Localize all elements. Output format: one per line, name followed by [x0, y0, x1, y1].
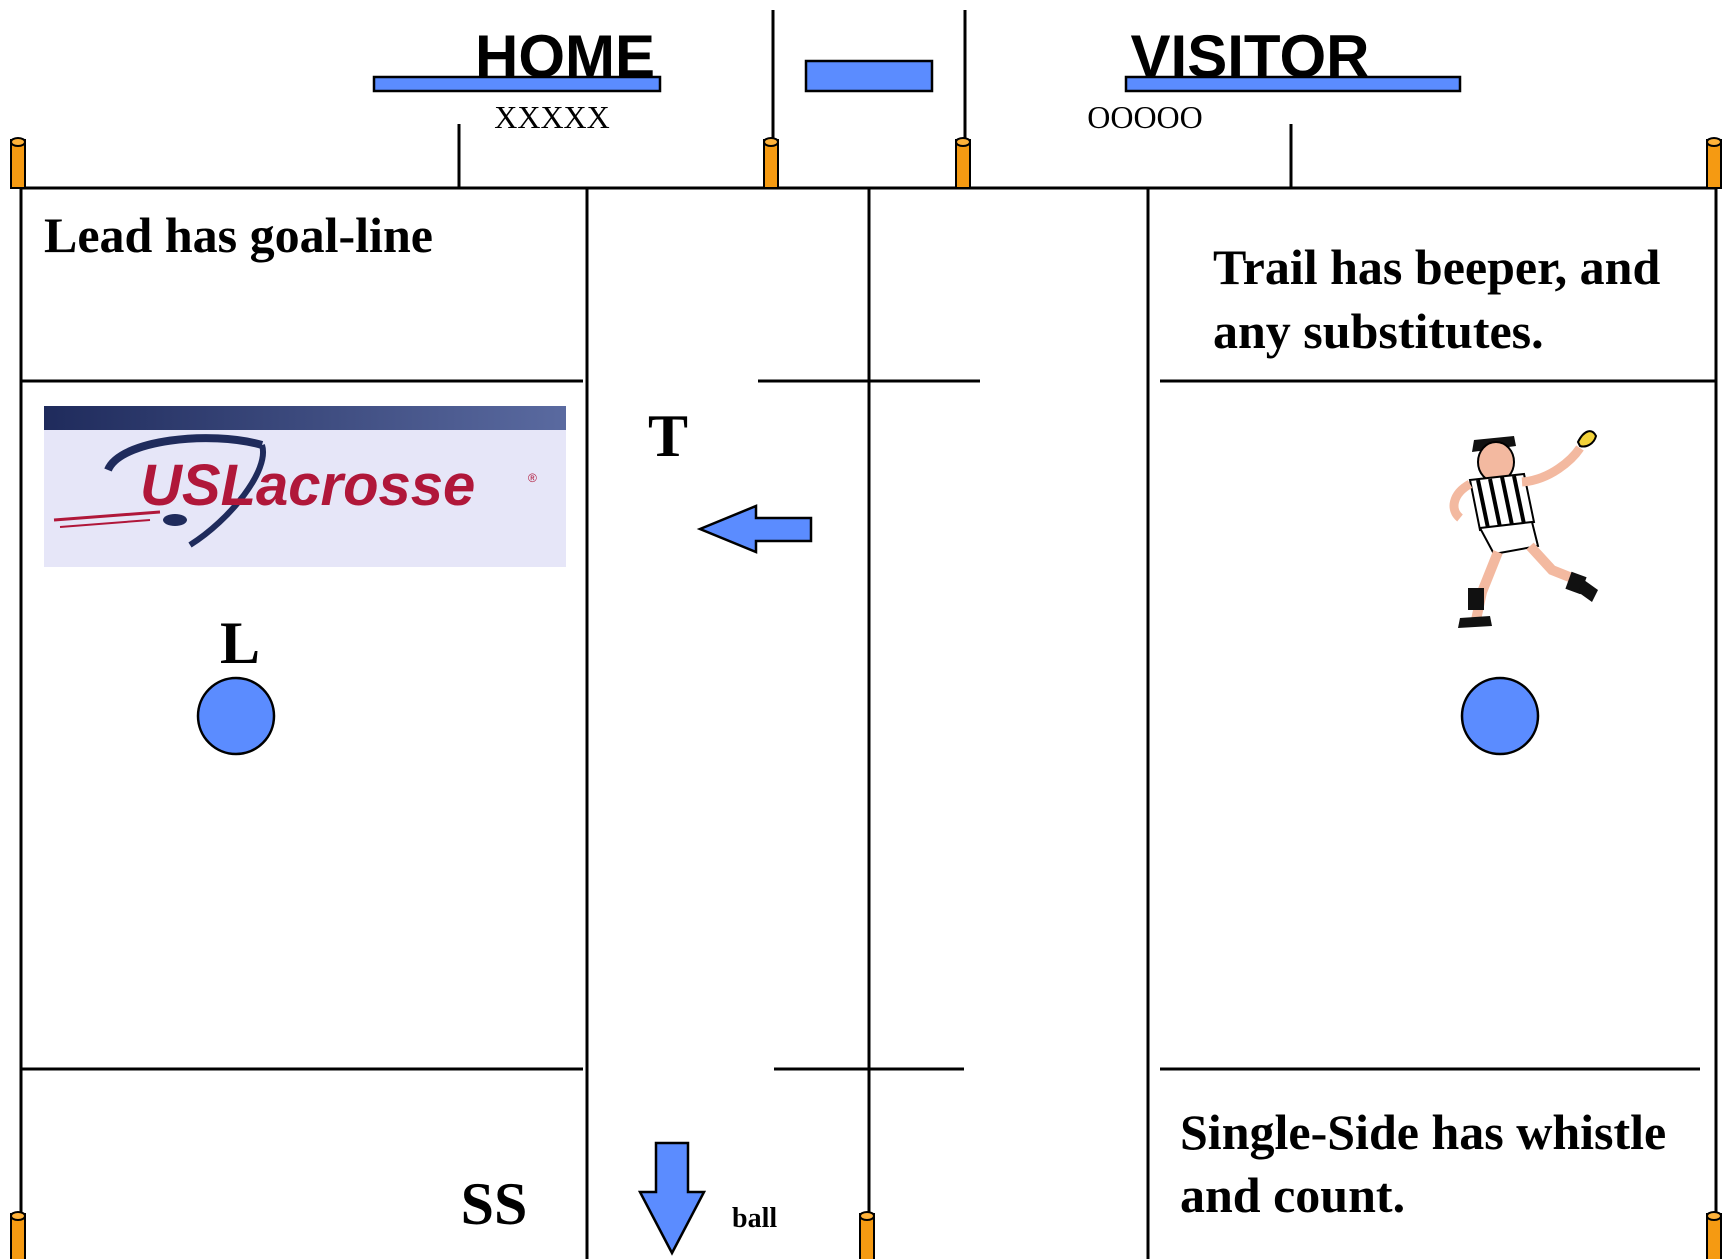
logo-text: USLacrosse: [140, 453, 475, 518]
pylon-icon: [10, 1211, 26, 1259]
single-side-position-label: SS: [461, 1171, 528, 1237]
trail-note-line1: Trail has beeper, and: [1213, 239, 1660, 295]
ball-label: ball: [732, 1203, 777, 1234]
arrow-left-icon: [696, 504, 813, 554]
lead-official-marker: [196, 676, 276, 756]
pylon-icon: [10, 137, 26, 189]
home-bench-bar: [372, 75, 662, 93]
pylon-icon: [859, 1211, 875, 1259]
home-players: XXXXX: [494, 99, 610, 135]
arrow-down-icon: [637, 1141, 707, 1256]
visitor-bench-bar: [1124, 75, 1462, 93]
field-lines: [19, 186, 1718, 1259]
logo-registered: ®: [528, 471, 537, 485]
pylon-icon: [955, 137, 971, 189]
single-side-note-line2: and count.: [1180, 1167, 1405, 1223]
trail-position-label: T: [648, 403, 688, 469]
visitor-players: OOOOO: [1087, 99, 1203, 135]
lead-note: Lead has goal-line: [44, 207, 433, 263]
pylon-icon: [763, 137, 779, 189]
us-lacrosse-logo: USLacrosse ®: [44, 406, 566, 567]
table-area-box: [804, 59, 934, 93]
trail-official-marker: [1460, 676, 1540, 756]
lead-position-label: L: [220, 610, 260, 676]
scorer-table-area: HOME XXXXX VISITOR OOOOO: [372, 10, 1462, 188]
pylon-icon: [1706, 137, 1722, 189]
pylon-icon: [1706, 1211, 1722, 1259]
home-label: HOME: [475, 23, 655, 90]
referee-icon: [1449, 430, 1598, 628]
trail-note-line2: any substitutes.: [1213, 303, 1544, 359]
visitor-label: VISITOR: [1131, 23, 1370, 90]
single-side-note-line1: Single-Side has whistle: [1180, 1104, 1666, 1160]
